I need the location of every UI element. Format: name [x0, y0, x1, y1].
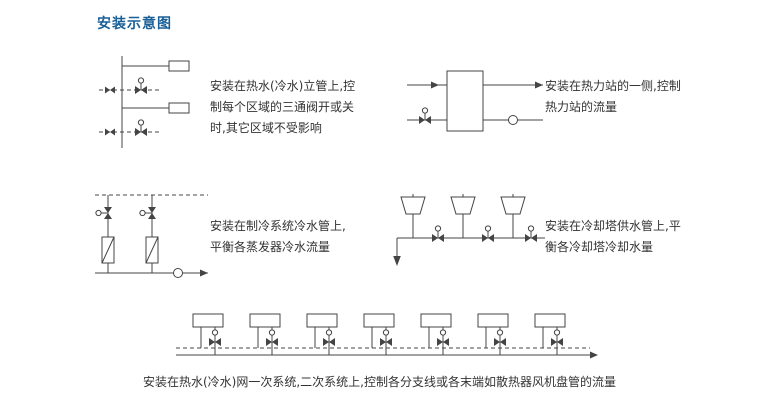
shutoff-valve-icon [105, 86, 115, 94]
evaporator-hatch [101, 236, 115, 264]
cooling-tower-icon [450, 194, 476, 238]
heat-station-diagram [407, 70, 543, 132]
control-valve-icon [481, 225, 495, 243]
cooling-tower-icon [400, 194, 426, 238]
fan-coil-unit-icon [363, 313, 395, 355]
caption-line: 安装在热水(冷水)立管上,控 [210, 79, 356, 93]
fan-coil-unit-icon [420, 313, 452, 355]
control-valve-icon [431, 225, 445, 243]
fan-coil-unit-icon [249, 313, 281, 355]
fan-coil-unit-icon [192, 313, 224, 355]
chiller-caption: 安装在制冷系统冷水管上, 平衡各蒸发器冷水流量 [210, 216, 346, 258]
caption-line: 安装在制冷系统冷水管上, [210, 219, 346, 233]
cooling-tower-diagram [393, 194, 545, 266]
fan-coil-unit-icon [477, 313, 509, 355]
chiller-diagram [95, 194, 208, 278]
flow-arrow-icon [535, 81, 543, 89]
caption-line: 衡各冷却塔冷却水量 [545, 240, 654, 254]
caption-line: 安装在热力站的一侧,控制 [545, 79, 681, 93]
evaporator-hatch [145, 236, 159, 264]
shutoff-valve-icon [105, 128, 115, 136]
pump-icon [508, 115, 518, 125]
pump-icon [173, 268, 183, 278]
control-valve-icon [95, 206, 113, 220]
flow-arrow-icon [431, 81, 439, 89]
flow-arrow-icon [393, 256, 401, 266]
cooling-tower-icon [500, 194, 526, 238]
network-caption: 安装在热水(冷水)网一次系统,二次系统上,控制各分支线或各末端如散热器风机盘管的… [143, 375, 616, 389]
network-diagram [176, 313, 598, 359]
heat-exchanger-icon [446, 70, 484, 132]
riser-diagram [99, 56, 190, 148]
fan-coil-unit-icon [306, 313, 338, 355]
control-valve-icon [418, 107, 432, 125]
radiator-icon [168, 60, 190, 72]
control-valve-icon [524, 225, 538, 243]
riser-caption: 安装在热水(冷水)立管上,控 制每个区域的三通阀开或关 时,其它区域不受影响 [210, 76, 355, 139]
flow-arrow-icon [590, 351, 598, 359]
radiator-icon [168, 102, 190, 114]
caption-line: 制每个区域的三通阀开或关 [210, 100, 355, 114]
control-valve-icon [134, 119, 148, 137]
caption-line: 平衡各蒸发器冷水流量 [210, 240, 331, 254]
flow-arrow-icon [200, 269, 208, 277]
caption-line: 时,其它区域不受影响 [210, 121, 322, 135]
page-title: 安装示意图 [97, 16, 172, 32]
station-caption: 安装在热力站的一侧,控制 热力站的流量 [545, 76, 681, 118]
tower-caption: 安装在冷却塔供水管上,平 衡各冷却塔冷却水量 [545, 216, 681, 258]
control-valve-icon [139, 206, 157, 220]
fan-coil-unit-icon [534, 313, 566, 355]
control-valve-icon [134, 77, 148, 95]
caption-line: 热力站的流量 [545, 100, 618, 114]
caption-line: 安装在冷却塔供水管上,平 [545, 219, 681, 233]
